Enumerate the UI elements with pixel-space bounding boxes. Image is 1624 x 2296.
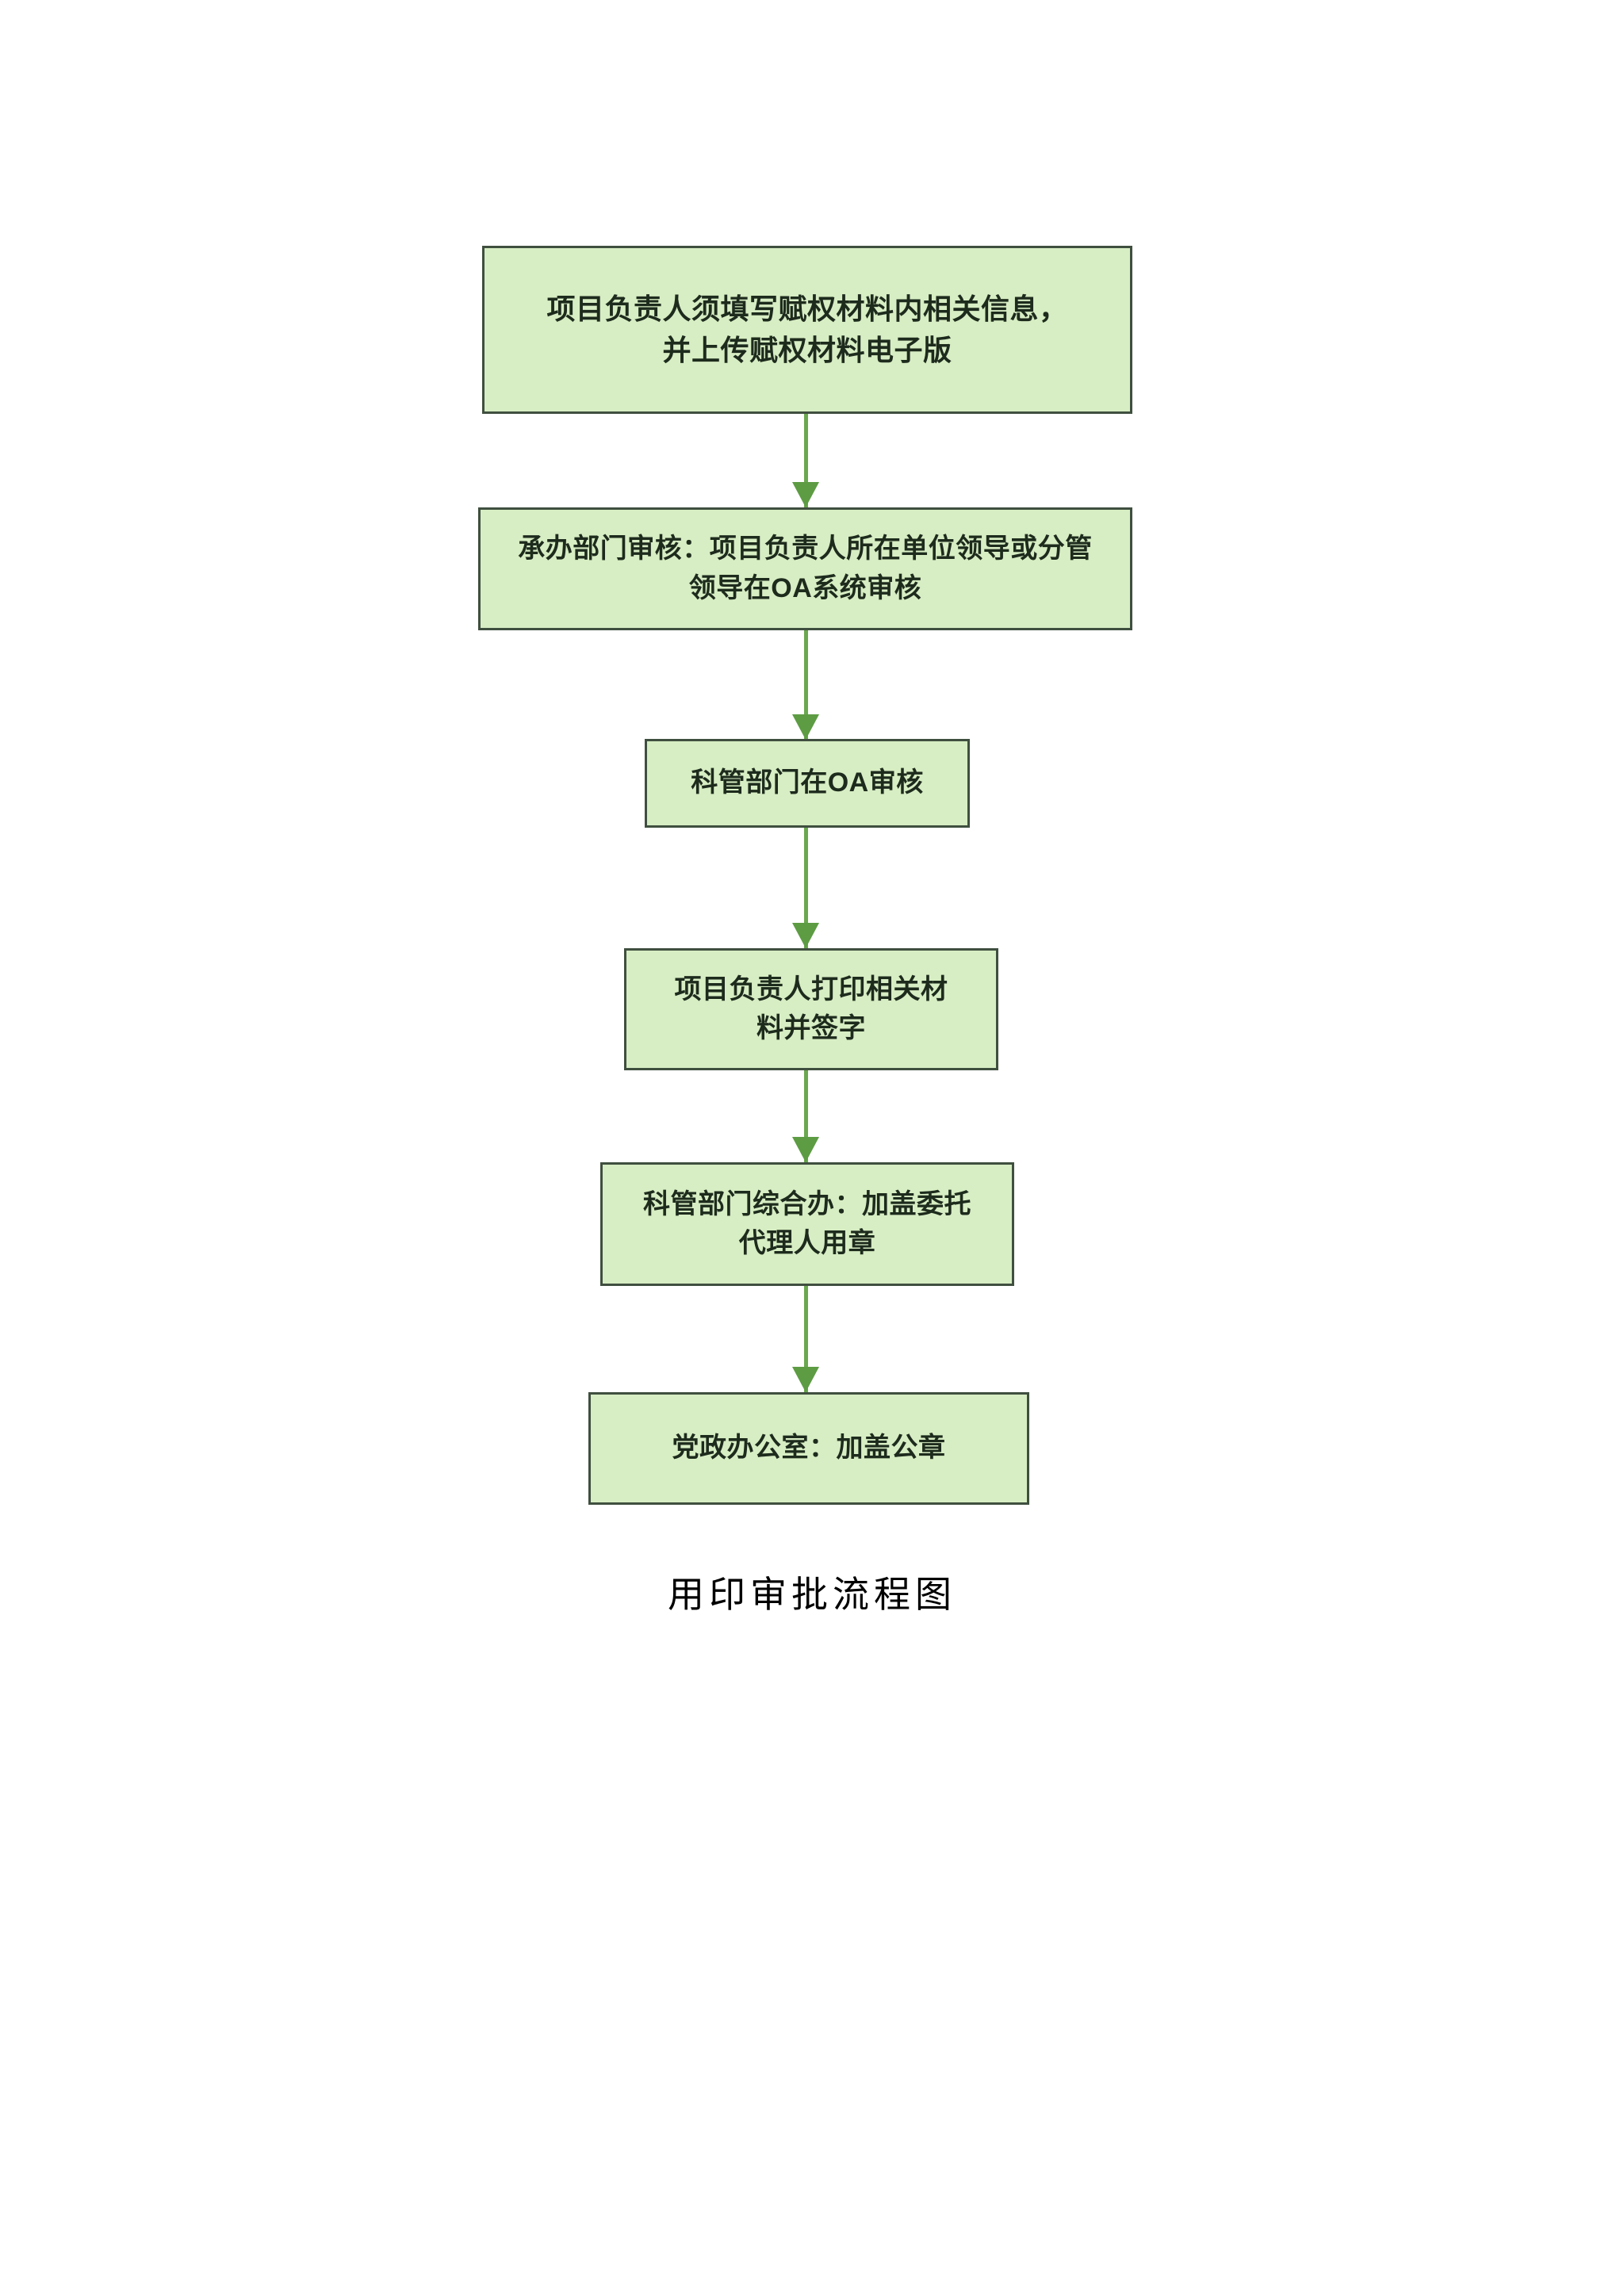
flow-node-step-4: 项目负责人打印相关材 料并签字 <box>624 948 998 1070</box>
flow-node-step-6: 党政办公室：加盖公章 <box>588 1392 1029 1505</box>
flow-node-label: 科管部门综合办：加盖委托 代理人用章 <box>643 1188 971 1258</box>
flow-node-step-1: 项目负责人须填写赋权材料内相关信息， 并上传赋权材料电子版 <box>482 246 1132 414</box>
flow-node-step-5: 科管部门综合办：加盖委托 代理人用章 <box>600 1162 1014 1286</box>
flow-node-label: 项目负责人须填写赋权材料内相关信息， 并上传赋权材料电子版 <box>546 292 1068 366</box>
flow-node-label: 科管部门在OA审核 <box>691 767 924 798</box>
connector-line <box>804 414 808 507</box>
arrow-down-icon <box>792 1137 819 1162</box>
flow-node-label: 党政办公室：加盖公章 <box>672 1433 946 1464</box>
connector-line <box>804 630 808 740</box>
flow-node-label: 项目负责人打印相关材 料并签字 <box>674 974 948 1043</box>
diagram-caption: 用印审批流程图 <box>668 1575 956 1615</box>
arrow-down-icon <box>792 923 819 948</box>
flow-node-label: 承办部门审核：项目负责人所在单位领导或分管 领导在OA系统审核 <box>518 534 1093 603</box>
arrow-down-icon <box>792 482 819 507</box>
arrow-down-icon <box>792 1367 819 1392</box>
flow-node-step-3: 科管部门在OA审核 <box>645 739 970 828</box>
connector-line <box>804 1286 808 1392</box>
flow-node-step-2: 承办部门审核：项目负责人所在单位领导或分管 领导在OA系统审核 <box>478 507 1132 630</box>
connector-line <box>804 828 808 948</box>
connector-line <box>804 1070 808 1162</box>
arrow-down-icon <box>792 714 819 740</box>
